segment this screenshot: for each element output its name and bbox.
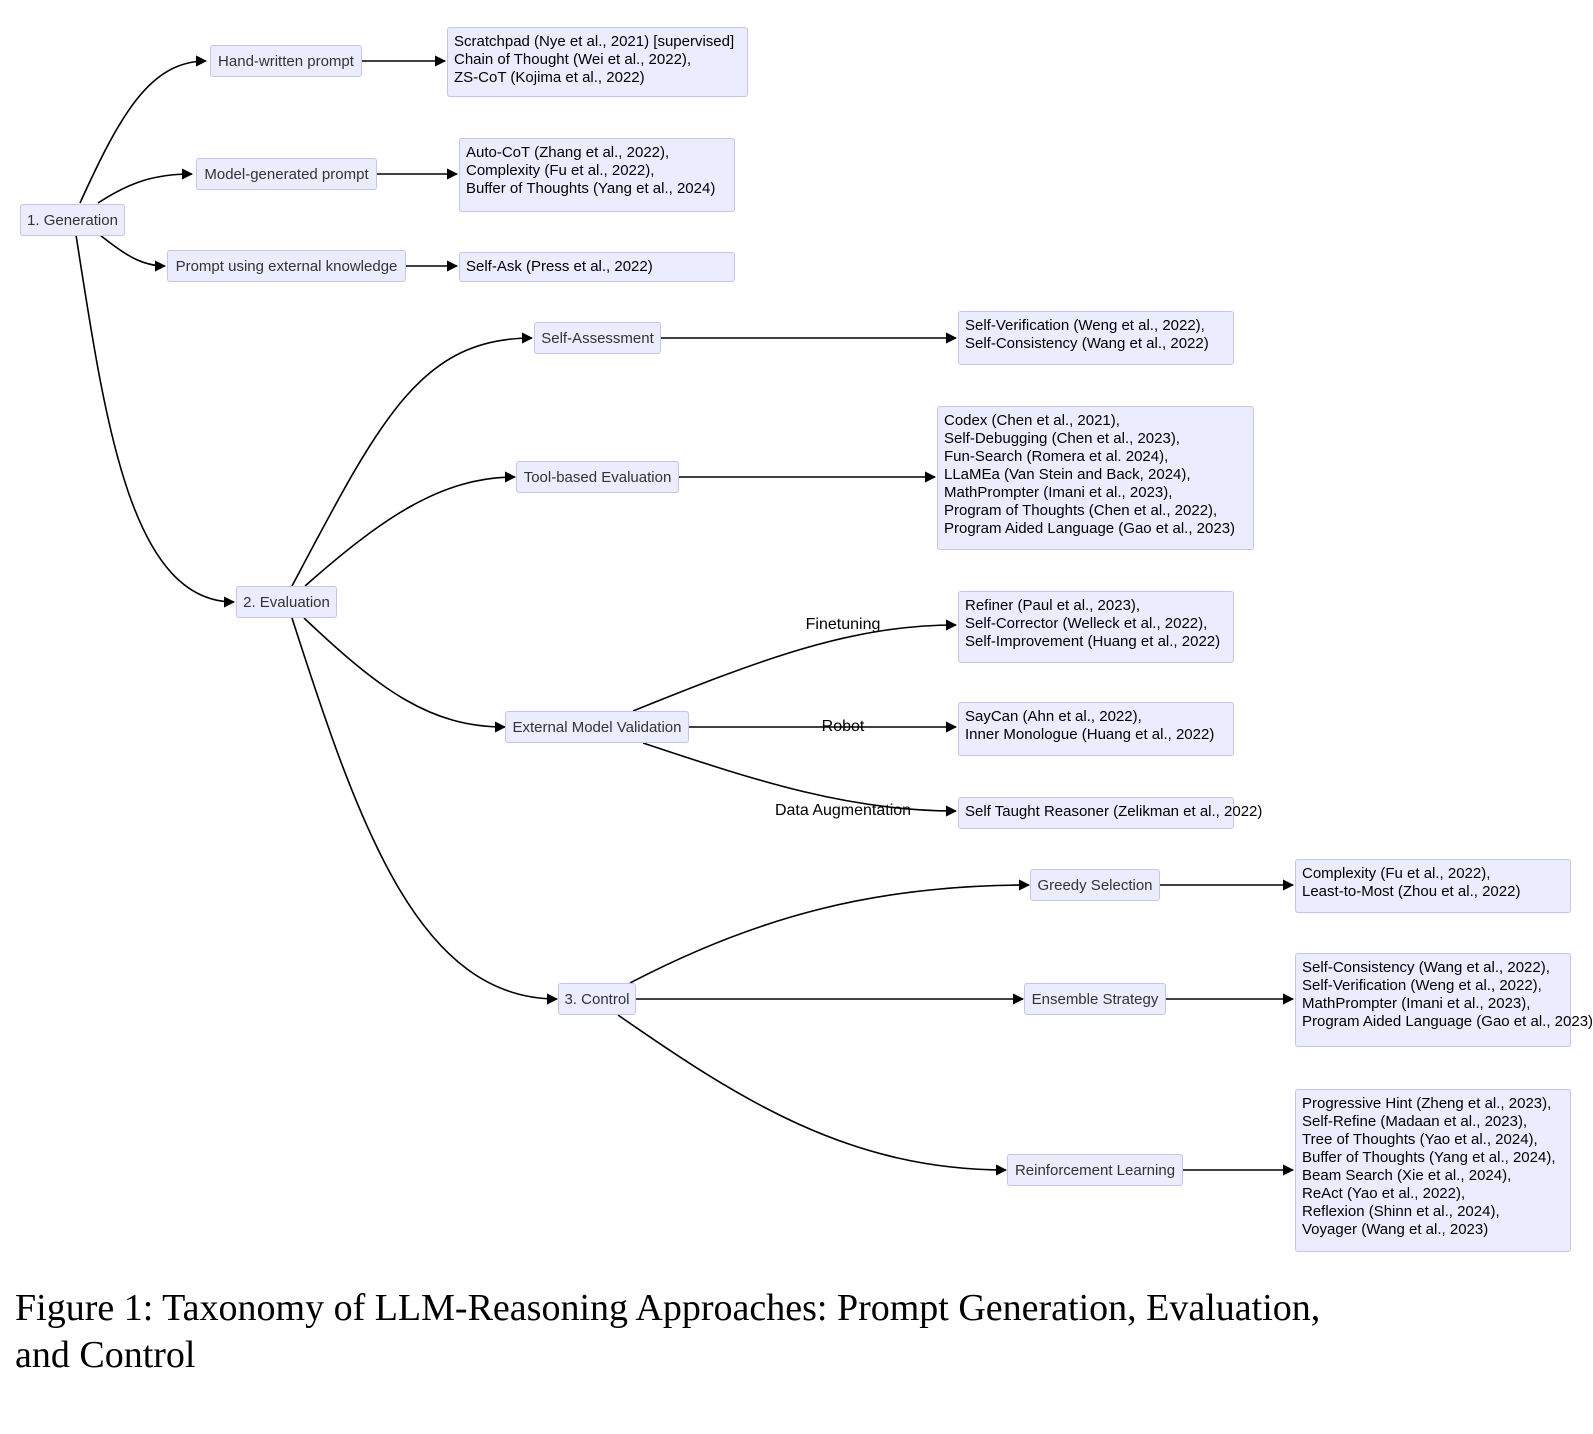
ref-line: Program Aided Language (Gao et al., 2023… [1302, 1013, 1593, 1030]
ref-line: Self-Corrector (Welleck et al., 2022), [965, 615, 1208, 632]
ref-line: Self-Ask (Press et al., 2022) [466, 258, 653, 275]
node-hand-written-prompt: Hand-written prompt [210, 45, 362, 77]
node-greedy-selection: Greedy Selection [1030, 869, 1160, 901]
ref-line: Complexity (Fu et al., 2022), [466, 162, 655, 179]
leaf-external-knowledge-refs: Self-Ask (Press et al., 2022) [459, 252, 735, 282]
ref-line: Self-Verification (Weng et al., 2022), [1302, 977, 1542, 994]
ref-line: Refiner (Paul et al., 2023), [965, 597, 1141, 614]
leaf-tool-based-refs: Codex (Chen et al., 2021), Self-Debuggin… [937, 406, 1254, 550]
node-control: 3. Control [558, 983, 636, 1015]
node-reinforcement-learning: Reinforcement Learning [1007, 1154, 1183, 1186]
ref-line: Inner Monologue (Huang et al., 2022) [965, 726, 1215, 743]
node-self-assessment: Self-Assessment [534, 322, 661, 354]
ref-line: ReAct (Yao et al., 2022), [1302, 1185, 1466, 1202]
node-external-model-validation: External Model Validation [505, 711, 689, 743]
ref-line: Self-Consistency (Wang et al., 2022) [965, 335, 1209, 352]
ref-line: ZS-CoT (Kojima et al., 2022) [454, 69, 645, 86]
ref-line: Chain of Thought (Wei et al., 2022), [454, 51, 692, 68]
node-model-generated-prompt: Model-generated prompt [196, 158, 377, 190]
ref-line: Reflexion (Shinn et al., 2024), [1302, 1203, 1500, 1220]
ref-line: Fun-Search (Romera et al. 2024), [944, 448, 1169, 465]
ref-line: Scratchpad (Nye et al., 2021) [supervise… [454, 33, 735, 50]
caption-line-1: Figure 1: Taxonomy of LLM-Reasoning Appr… [15, 1287, 1321, 1329]
ref-line: Self Taught Reasoner (Zelikman et al., 2… [965, 803, 1263, 820]
leaf-data-augmentation-refs: Self Taught Reasoner (Zelikman et al., 2… [958, 797, 1263, 829]
edge-control-greedy [629, 879, 1031, 984]
ref-line: MathPrompter (Imani et al., 2023), [944, 484, 1173, 501]
edge-label-finetuning: Finetuning [805, 616, 881, 633]
ref-line: LLaMEa (Van Stein and Back, 2024), [944, 466, 1191, 483]
edge-evaluation-tool-based [304, 471, 517, 587]
ref-line: MathPrompter (Imani et al., 2023), [1302, 995, 1531, 1012]
ref-line: Progressive Hint (Zheng et al., 2023), [1302, 1095, 1552, 1112]
node-evaluation: 2. Evaluation [236, 586, 337, 618]
edge-finetuning [632, 619, 958, 712]
ref-line: Beam Search (Xie et al., 2024), [1302, 1167, 1512, 1184]
edge-generation-model-generated [97, 168, 194, 204]
ref-line: Self-Consistency (Wang et al., 2022), [1302, 959, 1550, 976]
edge-evaluation-control [291, 617, 559, 1005]
ref-line: Voyager (Wang et al., 2023) [1302, 1221, 1489, 1238]
figure-caption: Figure 1: Taxonomy of LLM-Reasoning Appr… [15, 1285, 1415, 1379]
edge-generation-external-knowledge [99, 234, 167, 272]
leaf-ensemble-refs: Self-Consistency (Wang et al., 2022), Se… [1295, 953, 1593, 1047]
edge-evaluation-self-assessment [291, 332, 534, 587]
ref-line: Self-Improvement (Huang et al., 2022) [965, 633, 1221, 650]
node-tool-based-evaluation: Tool-based Evaluation [516, 461, 679, 493]
ref-line: Self-Verification (Weng et al., 2022), [965, 317, 1205, 334]
leaf-model-generated-refs: Auto-CoT (Zhang et al., 2022), Complexit… [459, 138, 735, 212]
leaf-hand-written-refs: Scratchpad (Nye et al., 2021) [supervise… [447, 27, 748, 97]
leaf-rl-refs: Progressive Hint (Zheng et al., 2023), S… [1295, 1089, 1571, 1252]
ref-line: Codex (Chen et al., 2021), [944, 412, 1120, 429]
ref-line: Program Aided Language (Gao et al., 2023… [944, 520, 1236, 537]
ref-line: Buffer of Thoughts (Yang et al., 2024) [466, 180, 716, 197]
edge-generation-hand-written [79, 55, 208, 204]
ref-line: Least-to-Most (Zhou et al., 2022) [1302, 883, 1521, 900]
edge-data-aug [642, 742, 958, 817]
node-generation: 1. Generation [20, 204, 125, 236]
taxonomy-diagram: 1. Generation Hand-written prompt Model-… [20, 27, 1593, 1252]
leaf-self-assessment-refs: Self-Verification (Weng et al., 2022), S… [958, 311, 1234, 365]
edge-control-rl [617, 1014, 1008, 1176]
ref-line: Auto-CoT (Zhang et al., 2022), [466, 144, 670, 161]
edge-generation-evaluation [75, 234, 236, 608]
edge-evaluation-external-model [303, 617, 507, 733]
ref-line: Complexity (Fu et al., 2022), [1302, 865, 1491, 882]
edge-label-data-augmentation: Data Augmentation [774, 802, 912, 819]
ref-line: Self-Refine (Madaan et al., 2023), [1302, 1113, 1528, 1130]
ref-line: Tree of Thoughts (Yao et al., 2024), [1302, 1131, 1538, 1148]
ref-line: Buffer of Thoughts (Yang et al., 2024), [1302, 1149, 1556, 1166]
edge-layer [75, 55, 1295, 1176]
ref-line: Program of Thoughts (Chen et al., 2022), [944, 502, 1218, 519]
edge-label-robot: Robot [821, 718, 865, 735]
ref-line: Self-Debugging (Chen et al., 2023), [944, 430, 1180, 447]
node-prompt-external-knowledge: Prompt using external knowledge [167, 250, 406, 282]
leaf-robot-refs: SayCan (Ahn et al., 2022), Inner Monolog… [958, 702, 1234, 756]
leaf-finetuning-refs: Refiner (Paul et al., 2023), Self-Correc… [958, 591, 1234, 663]
ref-line: SayCan (Ahn et al., 2022), [965, 708, 1142, 725]
node-ensemble-strategy: Ensemble Strategy [1024, 983, 1166, 1015]
caption-line-2: and Control [15, 1334, 196, 1376]
leaf-greedy-refs: Complexity (Fu et al., 2022), Least-to-M… [1295, 859, 1571, 913]
